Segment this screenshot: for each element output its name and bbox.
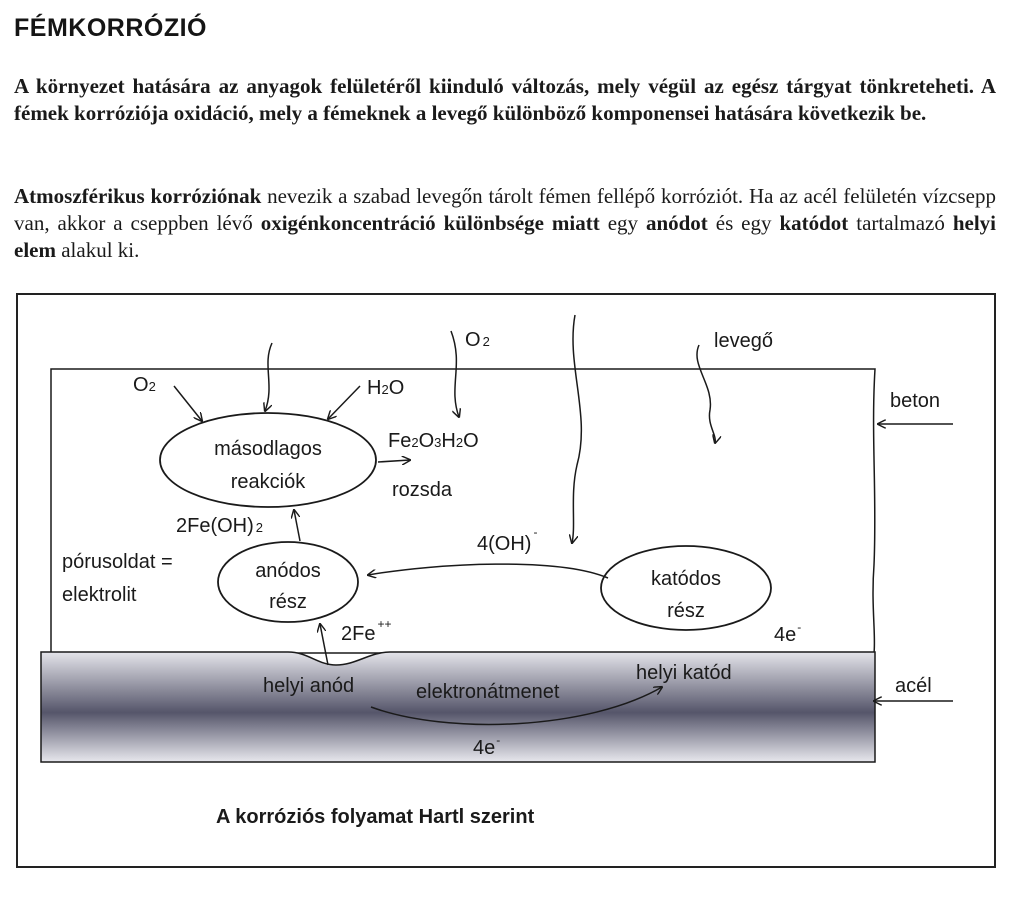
text-segment: tartalmazó [848, 211, 953, 235]
h2o-label: H2O [367, 377, 404, 399]
figure-caption: A korróziós folyamat Hartl szerint [216, 806, 535, 828]
text-segment: és egy [707, 211, 780, 235]
elektronatmenet-label: elektronátmenet [416, 681, 560, 703]
porusoldat-label: pórusoldat = [62, 551, 173, 573]
anodic-part-ellipse [217, 541, 359, 623]
steel-bar [40, 651, 876, 763]
beton-label: beton [890, 390, 940, 412]
feoh-arrow [294, 510, 301, 542]
arrows [173, 314, 953, 726]
hydroxide-label: 4(OH)- [477, 525, 537, 555]
hydroxide-arrow [368, 563, 609, 578]
electron-right-label: 4e- [774, 620, 801, 646]
page-title: FÉMKORRÓZIÓ [14, 14, 207, 42]
electron-transfer-arrow [370, 687, 662, 726]
reakciok-label: reakciók [231, 471, 306, 493]
term-oxigen: oxigénkoncentráció különbsége miatt [260, 211, 600, 235]
fe-ion-label: 2Fe++ [341, 617, 391, 645]
intro-paragraph: A környezet hatására az anyagok felületé… [14, 74, 996, 125]
air-flow-arrow-2 [265, 342, 273, 411]
feoh-label: 2Fe(OH)2 [176, 515, 263, 537]
o2-left-arrow [173, 385, 202, 421]
atmospheric-paragraph: Atmoszférikus korróziónak nevezik a szab… [14, 183, 996, 264]
rust-arrow [377, 460, 410, 462]
o2-left-label: O2 [133, 374, 156, 396]
levego-arrow [696, 344, 715, 443]
cathodic-part-ellipse [600, 545, 772, 631]
helyi-anod-label: helyi anód [263, 675, 354, 697]
text-segment: nevezik a szabad levegőn tárolt fémen fe… [14, 184, 996, 235]
acel-label: acél [895, 675, 932, 697]
elektrolit-label: elektrolit [62, 584, 137, 606]
levego-label: levegő [714, 330, 773, 352]
electron-bottom-label: 4e- [473, 733, 500, 759]
anodos-label: anódos [255, 560, 321, 582]
h2o-arrow [328, 385, 361, 419]
term-helyi-elem: helyi elem [14, 211, 996, 262]
helyi-katod-label: helyi katód [636, 662, 732, 684]
masodlagos-label: másodlagos [214, 438, 322, 460]
text-segment: egy [599, 211, 646, 235]
air-flow-arrow-1 [572, 314, 583, 543]
katodos-resz-label: rész [667, 600, 705, 622]
rust-formula: Fe2O3H2O [388, 430, 479, 452]
o2-top-arrow [450, 330, 459, 417]
rozsda-label: rozsda [392, 479, 453, 501]
anodos-resz-label: rész [269, 591, 307, 613]
term-katod: katódot [779, 211, 849, 235]
term-atmoszferikus: Atmoszférikus korróziónak [14, 184, 262, 208]
katodos-label: katódos [651, 568, 721, 590]
term-anod: anódot [645, 211, 708, 235]
fe-ion-arrow [320, 624, 329, 666]
text-segment: alakul ki. [55, 238, 140, 262]
